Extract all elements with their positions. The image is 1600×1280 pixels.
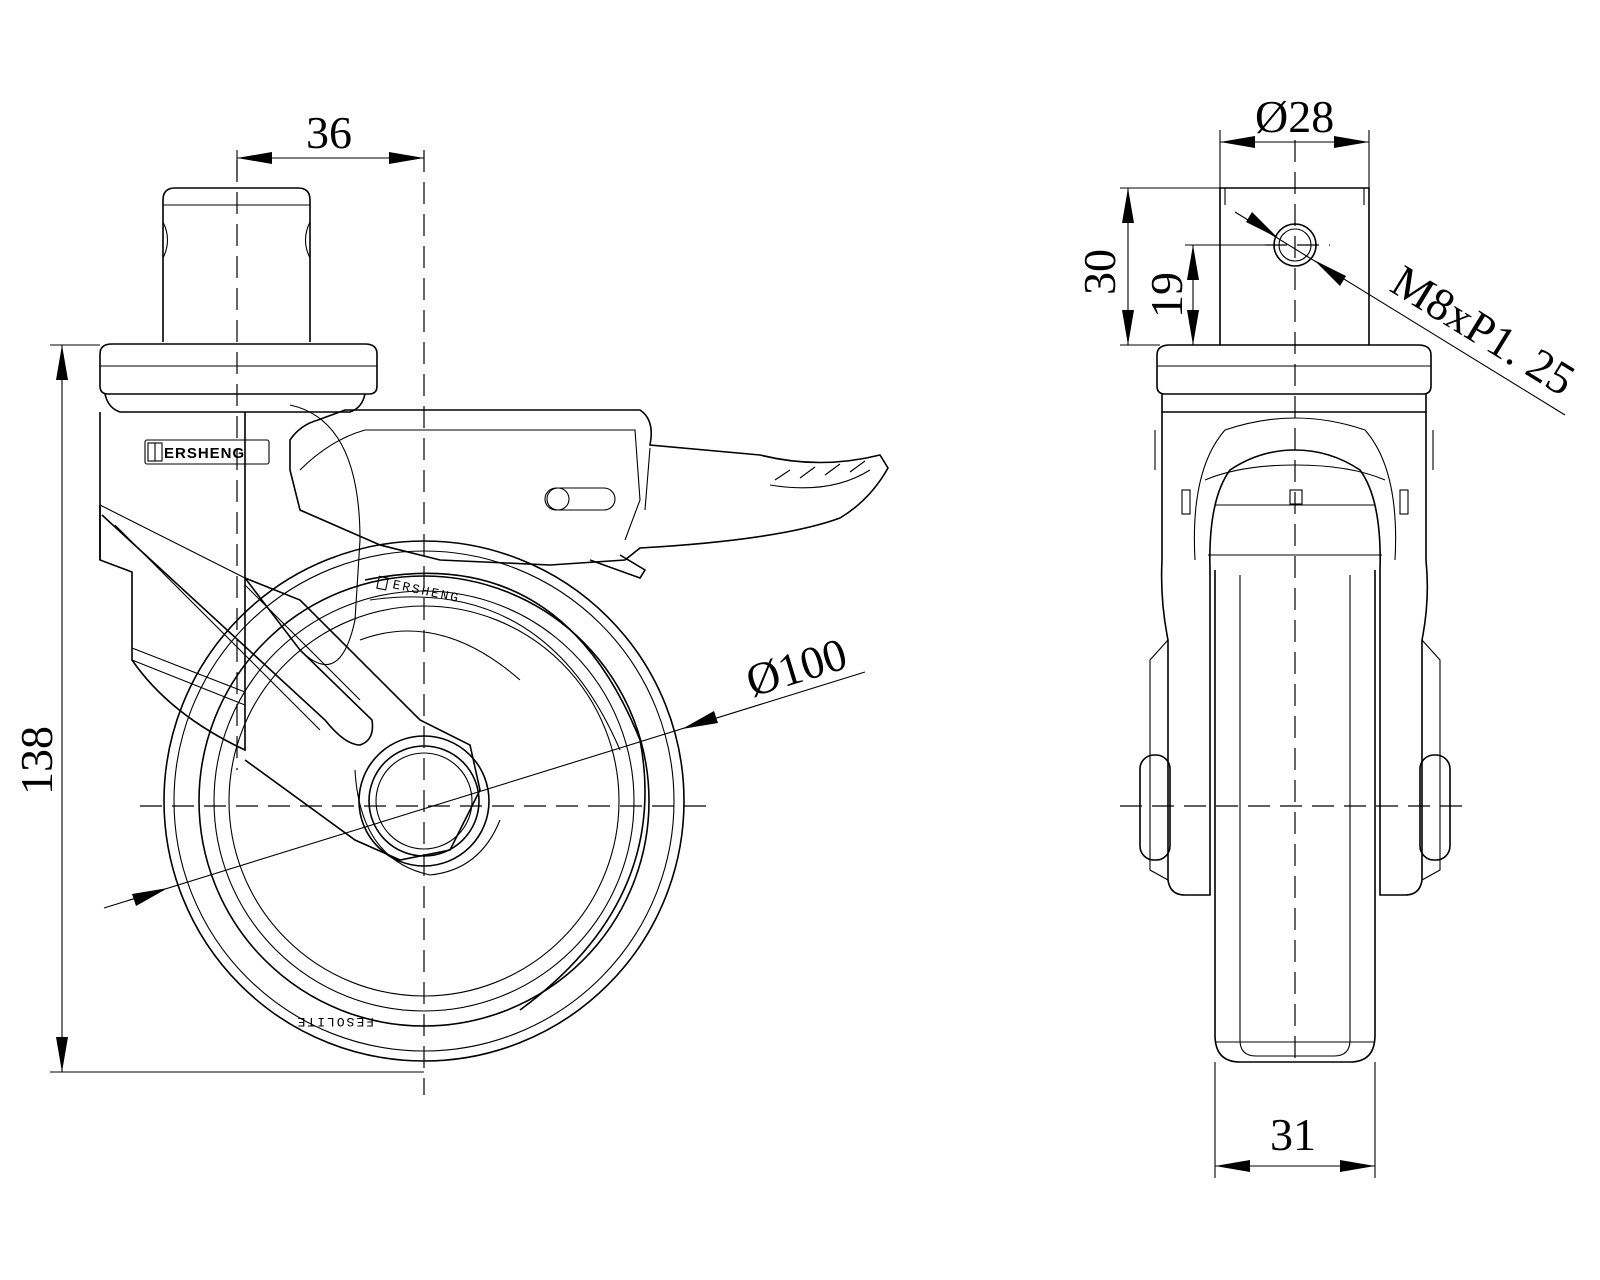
brake-lever [289, 409, 889, 579]
dim-overall-height-text: 138 [11, 726, 62, 795]
side-view: ERSHENG [11, 107, 889, 1095]
side-centerlines [140, 150, 710, 1095]
swivel-housing [99, 412, 246, 752]
front-centerlines [1120, 140, 1470, 1060]
dim-stem-offset: 36 [236, 107, 424, 178]
brand-plate: ERSHENG [144, 439, 270, 465]
dim-stem-diameter-text: Ø28 [1255, 91, 1334, 142]
dim-wheel-width: 31 [1214, 1062, 1376, 1178]
dim-stem-offset-text: 36 [306, 107, 352, 158]
dim-hole-height-text: 19 [1141, 272, 1192, 318]
dim-stem-height-text: 30 [1074, 249, 1125, 295]
top-plate [99, 343, 378, 413]
dim-stem-height: 30 [1074, 187, 1220, 346]
dim-overall-height: 138 [11, 344, 424, 1073]
dim-wheel-width-text: 31 [1270, 1109, 1316, 1160]
front-top-plate [1156, 344, 1432, 413]
front-brake-stubs [1139, 754, 1451, 861]
fork-arm [101, 404, 481, 861]
fork-brand-logo [376, 575, 389, 591]
wheel-tread-text: FESOLITE [296, 1014, 374, 1029]
dim-hole-height: 19 [1141, 244, 1270, 345]
dim-stem-diameter: Ø28 [1219, 91, 1370, 188]
brand-plate-text: ERSHENG [164, 445, 245, 462]
